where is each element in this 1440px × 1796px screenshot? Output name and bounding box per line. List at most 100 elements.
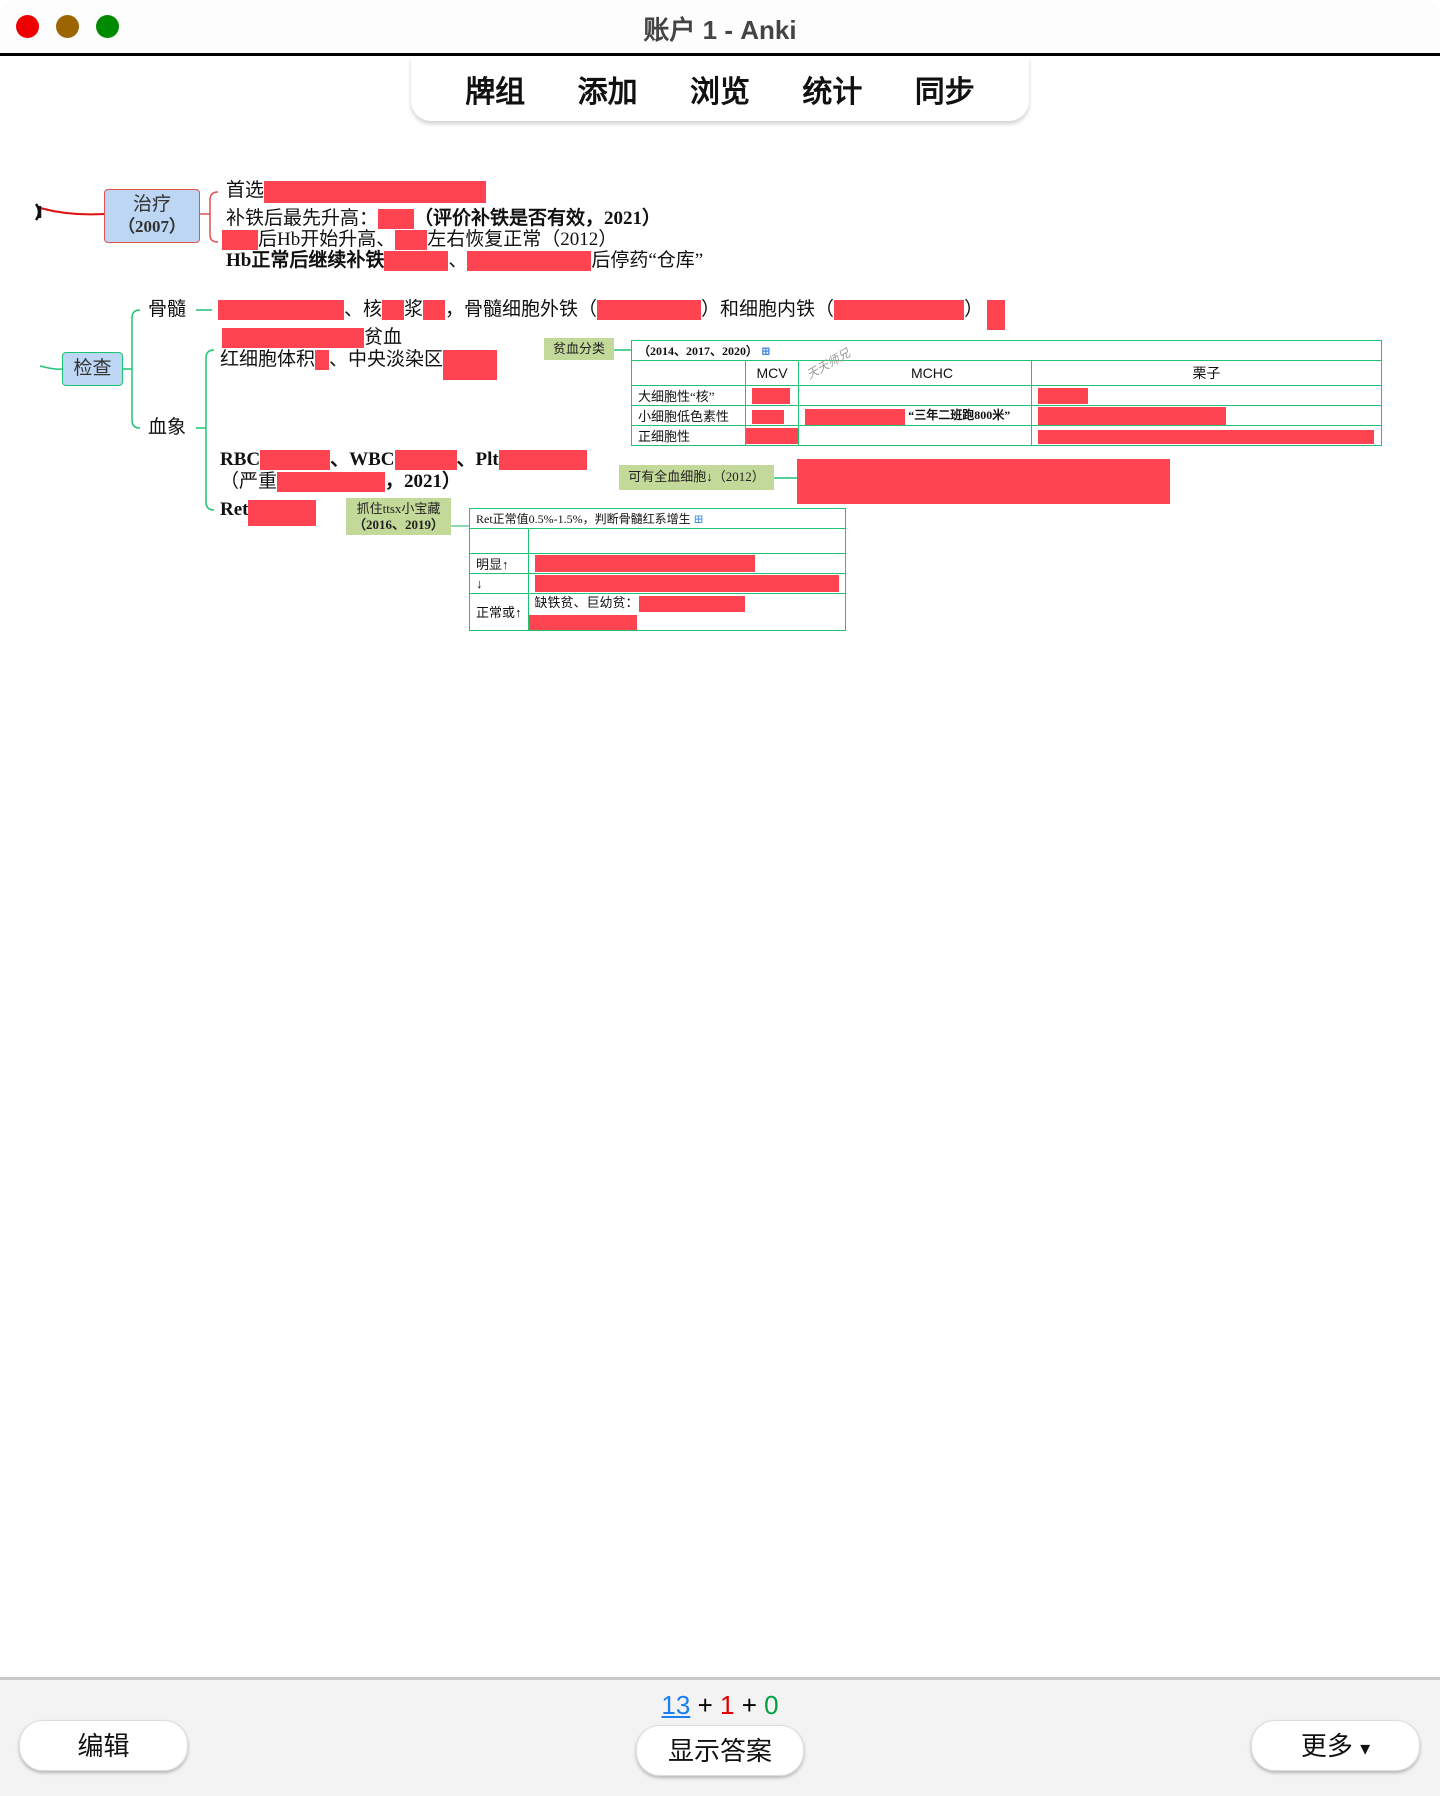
- treatment-year: （2007）: [118, 217, 186, 236]
- redaction[interactable]: [467, 251, 592, 271]
- chevron-down-icon: ▾: [1360, 1738, 1371, 1760]
- redaction[interactable]: [638, 596, 745, 613]
- toolbar-sync[interactable]: 同步: [914, 76, 975, 109]
- redaction[interactable]: [277, 472, 386, 492]
- window-title: 账户 1 - Anki: [643, 15, 797, 45]
- redaction[interactable]: [987, 300, 1006, 320]
- toolbar-stats[interactable]: 统计: [802, 76, 863, 109]
- close-window-button[interactable]: [16, 15, 39, 38]
- minimize-window-button[interactable]: [56, 15, 79, 38]
- redaction[interactable]: [443, 350, 498, 370]
- redaction[interactable]: [384, 251, 449, 271]
- tag-ttsx-line2: （2016、2019）: [352, 517, 444, 532]
- redaction[interactable]: [534, 575, 839, 593]
- redaction[interactable]: [382, 300, 405, 320]
- text-marrow-c: ，骨髓细胞外铁（: [445, 299, 598, 320]
- table1-header-blank: [631, 360, 746, 386]
- redaction[interactable]: [315, 350, 330, 370]
- zoom-window-button[interactable]: [96, 15, 119, 38]
- mindmap-connectors: [34, 191, 797, 527]
- text-wbc: 、WBC: [330, 449, 395, 470]
- bottom-bar: 13 + 1 + 0 编辑 显示答案 更多 ▾: [0, 1677, 1440, 1796]
- header-mcv: MCV: [756, 365, 788, 381]
- redaction[interactable]: [597, 300, 702, 320]
- text-marrow-e: ）: [964, 299, 984, 320]
- redaction[interactable]: [752, 409, 784, 424]
- redaction[interactable]: [260, 450, 331, 470]
- redaction[interactable]: [218, 300, 344, 320]
- plus-sign: +: [697, 1690, 713, 1720]
- redaction[interactable]: [394, 450, 457, 470]
- redaction[interactable]: [1038, 388, 1088, 404]
- treatment-node[interactable]: 治疗 （2007）: [104, 189, 200, 243]
- marrow-label: 骨髓: [148, 299, 187, 320]
- plus-sign: +: [741, 1690, 757, 1720]
- toolbar-add[interactable]: 添加: [577, 76, 638, 109]
- tag-pancytopenia: 可有全血细胞↓（2012）: [619, 465, 774, 490]
- table2-empty-cell: [527, 528, 846, 554]
- cell-mchc: [798, 425, 1032, 446]
- card-question-mindmap: 治疗 （2007） 首选 补铁后最先升高：（评价补铁是否有效，2021） 后Hb…: [0, 0, 1440, 700]
- toolbar-decks[interactable]: 牌组: [465, 76, 526, 109]
- text-rbc: RBC: [220, 449, 261, 470]
- toolbar-browse[interactable]: 浏览: [689, 76, 750, 109]
- redaction[interactable]: [1038, 406, 1226, 425]
- tag-ttsx-line1: 抓住ttsx小宝藏: [356, 501, 441, 516]
- main-toolbar: 牌组 添加 浏览 统计 同步: [411, 57, 1029, 121]
- tag-ttsx: 抓住ttsx小宝藏 （2016、2019）: [346, 498, 451, 535]
- text-continue-iron: Hb正常后继续补铁: [226, 250, 385, 271]
- exam-node[interactable]: 检查: [62, 352, 123, 386]
- text-anemia: 贫血: [364, 327, 403, 348]
- text-recover: 左右恢复正常（2012）: [427, 229, 618, 250]
- table-edit-icon[interactable]: ⊞: [693, 512, 704, 526]
- cell-iron-deficiency: 缺铁贫、巨幼贫：: [534, 595, 639, 610]
- redaction[interactable]: [248, 500, 317, 520]
- treatment-label: 治疗: [132, 194, 171, 215]
- redaction[interactable]: [1038, 429, 1374, 444]
- row-microcytic: 小细胞低色素性: [631, 405, 746, 426]
- cell-mnemonic-800m: “三年二班跑800米”: [908, 408, 1011, 423]
- redaction[interactable]: [378, 209, 415, 229]
- tag-anemia-class: 贫血分类: [544, 338, 614, 360]
- redaction[interactable]: [423, 300, 446, 320]
- redaction[interactable]: [534, 555, 755, 573]
- text-rbc-volume: 红细胞体积: [220, 349, 316, 370]
- title-bar: 账户 1 - Anki: [0, 0, 1440, 56]
- redaction[interactable]: [222, 328, 364, 348]
- redaction[interactable]: [498, 450, 587, 470]
- blood-label: 血象: [148, 417, 187, 438]
- text-evaluate: （评价补铁是否有效，2021）: [414, 208, 662, 229]
- text-hb-rise: 后Hb开始升高、: [258, 229, 396, 250]
- ret-table: Ret正常值0.5%-1.5%，判断骨髓红系增生 ⊞ 明显↑ ↓ 正常或↑缺铁贫…: [469, 508, 846, 631]
- learn-count: 1: [719, 1690, 735, 1720]
- redaction[interactable]: [746, 428, 798, 444]
- text-marrow-a: 、核: [344, 299, 383, 320]
- redaction[interactable]: [528, 614, 637, 630]
- redaction[interactable]: [797, 459, 1170, 504]
- cell-mchc: [798, 385, 1032, 406]
- redaction[interactable]: [222, 230, 258, 250]
- edit-button[interactable]: 编辑: [19, 1720, 188, 1771]
- redaction[interactable]: [264, 181, 487, 201]
- text-ret: Ret: [220, 499, 249, 520]
- table1-caption: （2014、2017、2020） ⊞: [631, 340, 1382, 361]
- redaction[interactable]: [395, 230, 428, 250]
- review-count: 0: [764, 1690, 779, 1720]
- redaction[interactable]: [834, 300, 965, 320]
- text-marrow-b: 浆: [404, 299, 424, 320]
- row-decrease: ↓: [469, 573, 529, 594]
- text-first-choice: 首选: [226, 180, 265, 201]
- more-button[interactable]: 更多 ▾: [1251, 1720, 1420, 1771]
- show-answer-button[interactable]: 显示答案: [636, 1725, 804, 1776]
- redaction[interactable]: [805, 408, 905, 425]
- due-counts: 13 + 1 + 0: [0, 1690, 1440, 1721]
- text-severe-year: ，2021）: [385, 471, 462, 492]
- table2-caption: Ret正常值0.5%-1.5%，判断骨髓红系增生 ⊞: [469, 508, 846, 529]
- header-mchc: MCHC: [798, 360, 1032, 386]
- row-macrocytic: 大细胞性“核”: [631, 385, 746, 406]
- row-normal-or-increase: 正常或↑: [469, 593, 529, 631]
- redaction[interactable]: [752, 388, 790, 404]
- table-edit-icon[interactable]: ⊞: [761, 344, 772, 358]
